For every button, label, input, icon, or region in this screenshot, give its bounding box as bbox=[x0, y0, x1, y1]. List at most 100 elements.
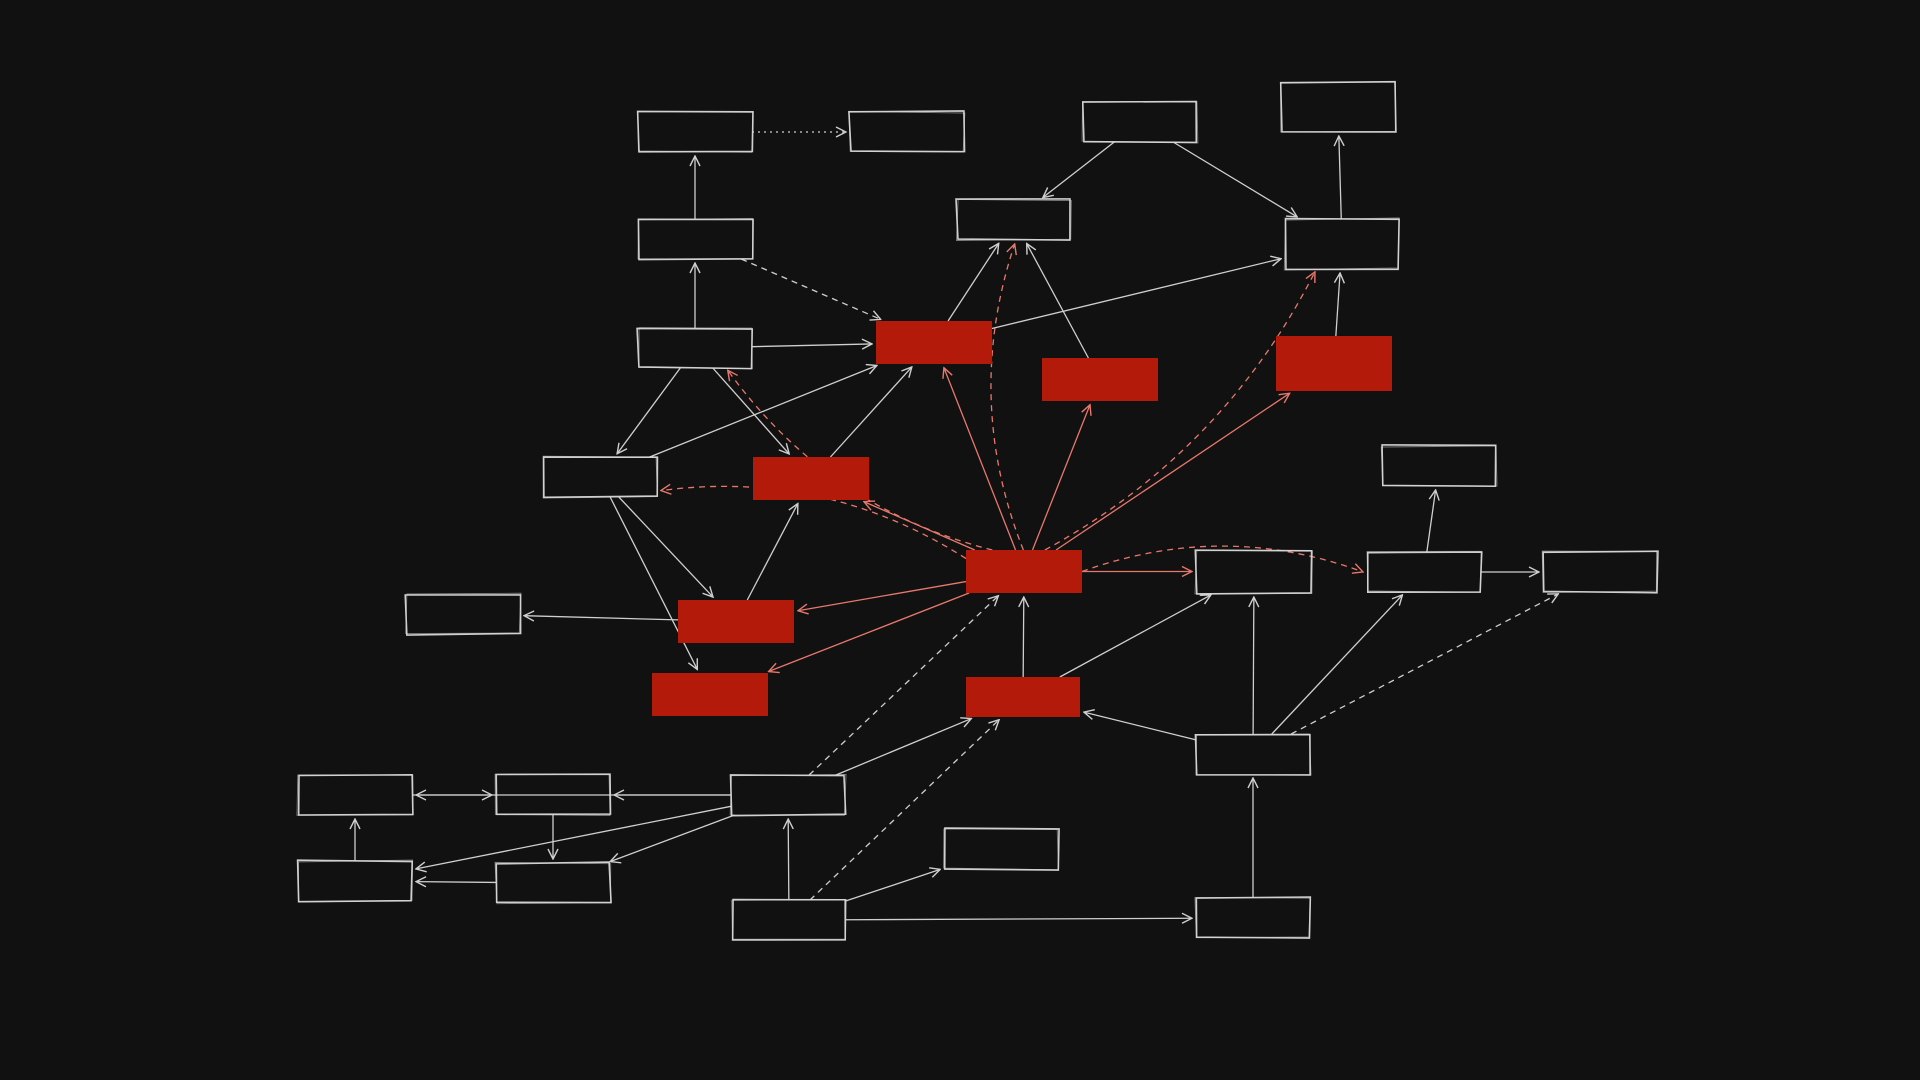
diagram-edge-n03-n09 bbox=[740, 258, 880, 319]
diagram-node-n04 bbox=[1279, 80, 1397, 133]
node-outline bbox=[1366, 550, 1482, 593]
node-outline bbox=[298, 859, 413, 903]
diagram-node-n08 bbox=[636, 327, 754, 370]
node-outline bbox=[495, 861, 612, 904]
diagram-edge-n13-n09 bbox=[829, 367, 911, 458]
node-outline bbox=[1541, 550, 1658, 593]
node-outline bbox=[1194, 733, 1311, 776]
edge-layer bbox=[355, 132, 1558, 920]
node-outline bbox=[1381, 444, 1497, 488]
node-fill bbox=[1276, 336, 1392, 391]
node-outline bbox=[1081, 101, 1199, 144]
diagram-edge-n11-n06 bbox=[1336, 273, 1340, 337]
node-outline bbox=[637, 111, 754, 153]
diagram-node-n17 bbox=[1194, 549, 1313, 595]
diagram-edge-n21-n17 bbox=[1059, 595, 1211, 678]
node-outline bbox=[296, 859, 414, 903]
node-outline bbox=[848, 110, 966, 153]
diagram-edge-n26-n21 bbox=[835, 719, 971, 776]
diagram-edge-n16-n13 bbox=[864, 502, 976, 551]
diagram-node-n11 bbox=[1276, 336, 1392, 391]
diagram-edge-n16-n08 bbox=[728, 370, 993, 551]
diagram-edge-n16-n20 bbox=[769, 592, 970, 672]
node-outline bbox=[729, 774, 847, 816]
node-outline bbox=[494, 773, 611, 817]
diagram-node-n29 bbox=[296, 859, 414, 903]
diagram-edge-n07-n05 bbox=[1043, 141, 1115, 198]
diagram-edge-n28-n29 bbox=[416, 882, 497, 883]
diagram-edge-n08-n13 bbox=[712, 367, 789, 454]
diagram-node-n13 bbox=[753, 457, 869, 500]
diagram-node-n21 bbox=[966, 677, 1080, 717]
node-outline bbox=[636, 327, 754, 370]
diagram-node-n19 bbox=[1380, 444, 1498, 488]
node-outline bbox=[638, 327, 753, 370]
diagram-node-n18 bbox=[1366, 550, 1483, 593]
node-fill bbox=[966, 677, 1080, 717]
diagram-edge-n18-n19 bbox=[1426, 490, 1436, 553]
diagram-edge-n12-n09 bbox=[649, 365, 877, 458]
node-outline bbox=[542, 456, 659, 499]
diagram-edge-n08-n12 bbox=[617, 367, 681, 454]
diagram-node-n24 bbox=[943, 827, 1060, 871]
node-fill bbox=[876, 321, 992, 364]
node-fill bbox=[652, 673, 768, 716]
node-outline bbox=[955, 198, 1071, 241]
diagram-node-n09 bbox=[876, 321, 992, 364]
diagram-edge-n15-n13 bbox=[746, 504, 798, 601]
node-outline bbox=[848, 110, 966, 153]
node-fill bbox=[966, 550, 1082, 593]
diagram-node-n30 bbox=[731, 898, 847, 941]
diagram-edge-n30-n26 bbox=[788, 819, 789, 901]
diagram-edge-n09-n05 bbox=[947, 243, 999, 322]
diagram-edge-n16-n11 bbox=[1055, 393, 1290, 551]
diagram-edge-n26-n29 bbox=[416, 805, 732, 869]
node-outline bbox=[943, 827, 1060, 871]
diagram-edge-n07-n06 bbox=[1172, 141, 1297, 217]
diagram-edge-n23-n18 bbox=[1271, 595, 1403, 735]
diagram-edge-n16-n06 bbox=[1044, 272, 1315, 551]
diagram-edge-n16-n09 bbox=[944, 368, 1017, 551]
diagram-node-n15 bbox=[678, 600, 794, 643]
diagram-node-n10 bbox=[1042, 358, 1158, 401]
diagram-edge-n16-n18 bbox=[1081, 545, 1363, 572]
diagram-node-n05 bbox=[955, 198, 1072, 241]
node-outline bbox=[956, 199, 1072, 241]
diagram-edge-n09-n06 bbox=[991, 259, 1281, 330]
diagram-node-n16 bbox=[966, 550, 1082, 593]
diagram-node-n07 bbox=[1081, 100, 1199, 144]
node-outline bbox=[1366, 551, 1483, 593]
diagram-node-n26 bbox=[729, 774, 847, 817]
node-outline bbox=[1284, 217, 1400, 271]
node-outline bbox=[542, 455, 658, 499]
node-fill bbox=[1042, 358, 1158, 401]
node-outline bbox=[943, 828, 1059, 871]
node-outline bbox=[636, 110, 754, 153]
node-outline bbox=[1380, 445, 1498, 487]
node-outline bbox=[637, 217, 754, 260]
diagram-node-n22 bbox=[1541, 550, 1659, 594]
diagram-edge-n08-n09 bbox=[751, 344, 872, 347]
diagram-node-n06 bbox=[1283, 217, 1400, 271]
node-outline bbox=[1194, 897, 1311, 939]
node-outline bbox=[1195, 896, 1312, 939]
diagram-node-n31 bbox=[1194, 896, 1312, 939]
diagram-edge-n23-n17 bbox=[1253, 597, 1254, 735]
diagram-edge-n10-n05 bbox=[1027, 244, 1089, 359]
node-outline bbox=[1195, 733, 1312, 776]
node-outline bbox=[495, 773, 612, 816]
node-outline bbox=[1542, 550, 1659, 594]
diagram-edge-n06-n04 bbox=[1339, 136, 1341, 220]
node-outline bbox=[1280, 81, 1396, 133]
node-outline bbox=[1194, 549, 1313, 595]
diagram-edge-n15-n14 bbox=[524, 616, 679, 620]
diagram-edge-n16-n05 bbox=[990, 244, 1024, 551]
diagram-node-n28 bbox=[494, 861, 612, 905]
diagram-edge-n16-n10 bbox=[1031, 405, 1091, 551]
diagram-node-n12 bbox=[542, 455, 659, 499]
diagram-edge-n12-n20 bbox=[609, 496, 697, 669]
diagram-edge-n12-n15 bbox=[618, 496, 713, 597]
diagram-edge-n30-n31 bbox=[845, 918, 1192, 919]
node-fill bbox=[753, 457, 869, 500]
diagram-node-n20 bbox=[652, 673, 768, 716]
